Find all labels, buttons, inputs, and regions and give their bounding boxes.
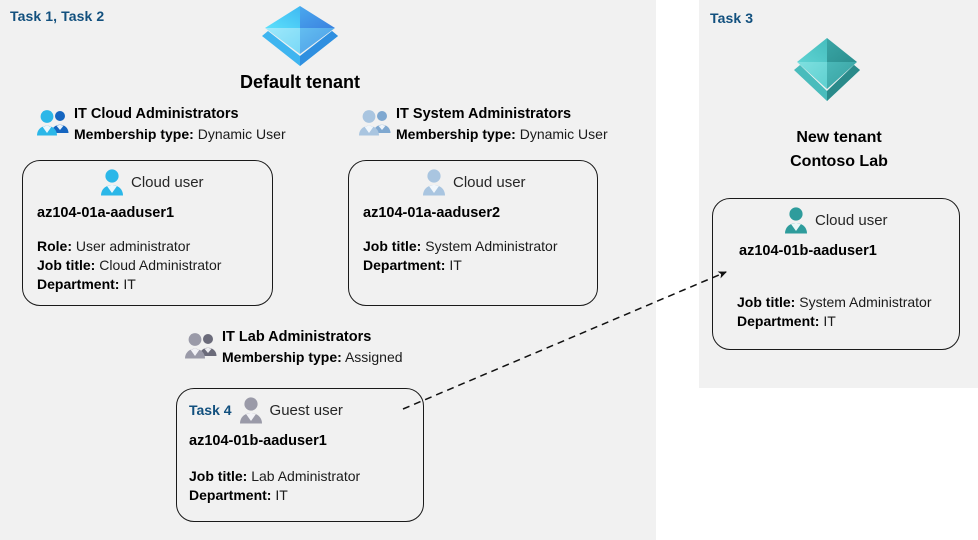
user-attr-department: Department: IT: [37, 275, 272, 294]
membership-label: Membership type:: [74, 126, 194, 142]
user-name: az104-01b-aaduser1: [189, 433, 327, 449]
user-attributes: Job title: System Administrator Departme…: [737, 293, 959, 331]
user-type-row: Cloud user: [421, 167, 597, 197]
user-type-row: Task 4 Guest user: [189, 395, 423, 425]
attr-value: Lab Administrator: [251, 468, 361, 484]
user-type-label: Cloud user: [815, 211, 888, 229]
user-attr-jobtitle: Job title: System Administrator: [363, 237, 597, 256]
azure-tenant-icon-new: [790, 34, 864, 104]
user-attr-department: Department: IT: [363, 256, 597, 275]
user-name: az104-01a-aaduser1: [37, 205, 175, 221]
user-card-az104-01b-aaduser1-guest: Task 4 Guest user az104-01b-aaduser1 Job…: [176, 388, 424, 522]
attr-label: Job title:: [363, 238, 422, 254]
attr-label: Job title:: [737, 294, 796, 310]
group-membership: Membership type: Assigned: [222, 347, 403, 367]
user-type-label: Cloud user: [131, 173, 204, 191]
user-card-az104-01a-aaduser2: Cloud user az104-01a-aaduser2 Job title:…: [348, 160, 598, 306]
user-attr-department: Department: IT: [189, 486, 423, 505]
attr-label: Department:: [37, 276, 120, 292]
task-4-label: Task 4: [189, 402, 232, 418]
attr-value: User administrator: [75, 238, 191, 254]
attr-value: IT: [123, 276, 136, 292]
membership-value: Dynamic User: [197, 126, 286, 142]
default-tenant-title: Default tenant: [239, 72, 360, 92]
user-type-label: Guest user: [269, 401, 343, 419]
attr-label: Job title:: [189, 468, 248, 484]
user-attributes: Job title: System Administrator Departme…: [363, 237, 597, 275]
user-card-az104-01a-aaduser1: Cloud user az104-01a-aaduser1 Role: User…: [22, 160, 273, 306]
group-name: IT Lab Administrators: [222, 329, 372, 345]
cloud-user-icon: [421, 168, 447, 196]
new-tenant-title-line2: Contoso Lab: [790, 153, 888, 170]
user-name: az104-01a-aaduser2: [363, 205, 501, 221]
group-membership: Membership type: Dynamic User: [74, 124, 286, 144]
user-card-az104-01b-aaduser1-cloud: Cloud user az104-01b-aaduser1 Job title:…: [712, 198, 960, 350]
task-1-2-label: Task 1, Task 2: [10, 8, 105, 24]
group-it-system-administrators: IT System Administrators Membership type…: [358, 105, 608, 144]
task-3-label: Task 3: [710, 10, 754, 26]
membership-value: Dynamic User: [519, 126, 608, 142]
group-users-icon: [36, 108, 70, 138]
cloud-user-icon: [99, 168, 125, 196]
user-type-row: Cloud user: [783, 205, 959, 235]
attr-value: Cloud Administrator: [99, 257, 222, 273]
new-tenant-title: New tenant Contoso Lab: [700, 126, 978, 174]
user-attr-jobtitle: Job title: Cloud Administrator: [37, 256, 272, 275]
guest-user-icon: [238, 396, 264, 424]
group-it-cloud-administrators: IT Cloud Administrators Membership type:…: [36, 105, 286, 144]
new-tenant-title-line1: New tenant: [796, 129, 882, 146]
attr-label: Department:: [737, 313, 820, 329]
user-attr-jobtitle: Job title: Lab Administrator: [189, 467, 423, 486]
group-users-icon: [358, 108, 392, 138]
user-name: az104-01b-aaduser1: [739, 243, 877, 259]
attr-label: Department:: [363, 257, 446, 273]
attr-label: Role:: [37, 238, 72, 254]
attr-value: System Administrator: [425, 238, 558, 254]
default-tenant-panel: [0, 0, 656, 540]
user-type-label: Cloud user: [453, 173, 526, 191]
user-type-row: Cloud user: [99, 167, 272, 197]
user-attr-role: Role: User administrator: [37, 237, 272, 256]
membership-label: Membership type:: [396, 126, 516, 142]
group-users-icon: [184, 331, 218, 361]
group-name: IT System Administrators: [396, 106, 572, 122]
user-attr-department: Department: IT: [737, 312, 959, 331]
cloud-user-icon: [783, 206, 809, 234]
user-attr-jobtitle: Job title: System Administrator: [737, 293, 959, 312]
group-it-lab-administrators: IT Lab Administrators Membership type: A…: [184, 328, 403, 367]
attr-label: Department:: [189, 487, 272, 503]
azure-tenant-icon-default: [256, 2, 344, 68]
attr-value: IT: [275, 487, 288, 503]
attr-label: Job title:: [37, 257, 96, 273]
group-membership: Membership type: Dynamic User: [396, 124, 608, 144]
user-attributes: Role: User administrator Job title: Clou…: [37, 237, 272, 294]
group-name: IT Cloud Administrators: [74, 106, 239, 122]
attr-value: System Administrator: [799, 294, 932, 310]
user-attributes: Job title: Lab Administrator Department:…: [189, 467, 423, 505]
membership-label: Membership type:: [222, 349, 342, 365]
attr-value: IT: [449, 257, 462, 273]
attr-value: IT: [823, 313, 836, 329]
membership-value: Assigned: [344, 349, 403, 365]
